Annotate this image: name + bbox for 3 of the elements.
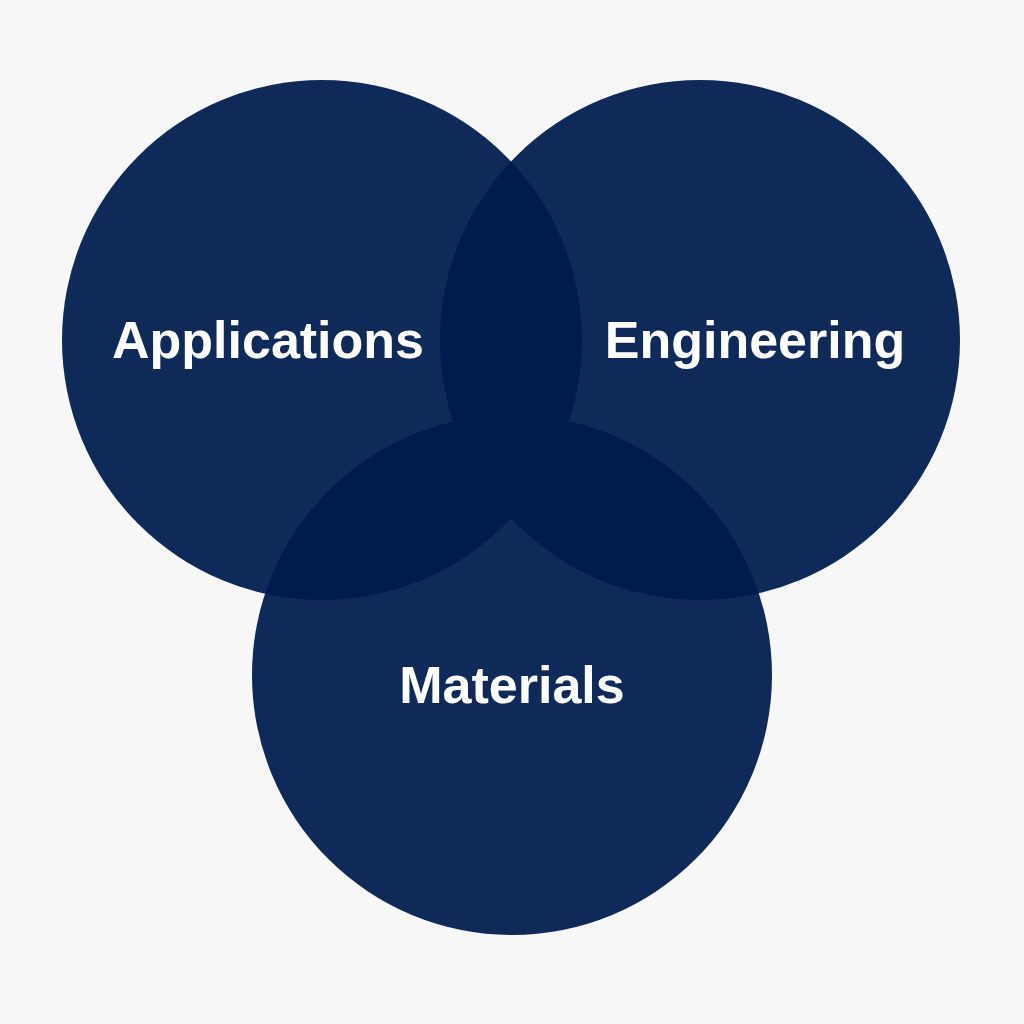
circle-label: Engineering <box>604 310 906 370</box>
circle-label: Applications <box>112 310 424 370</box>
circle-label: Materials <box>399 655 625 715</box>
